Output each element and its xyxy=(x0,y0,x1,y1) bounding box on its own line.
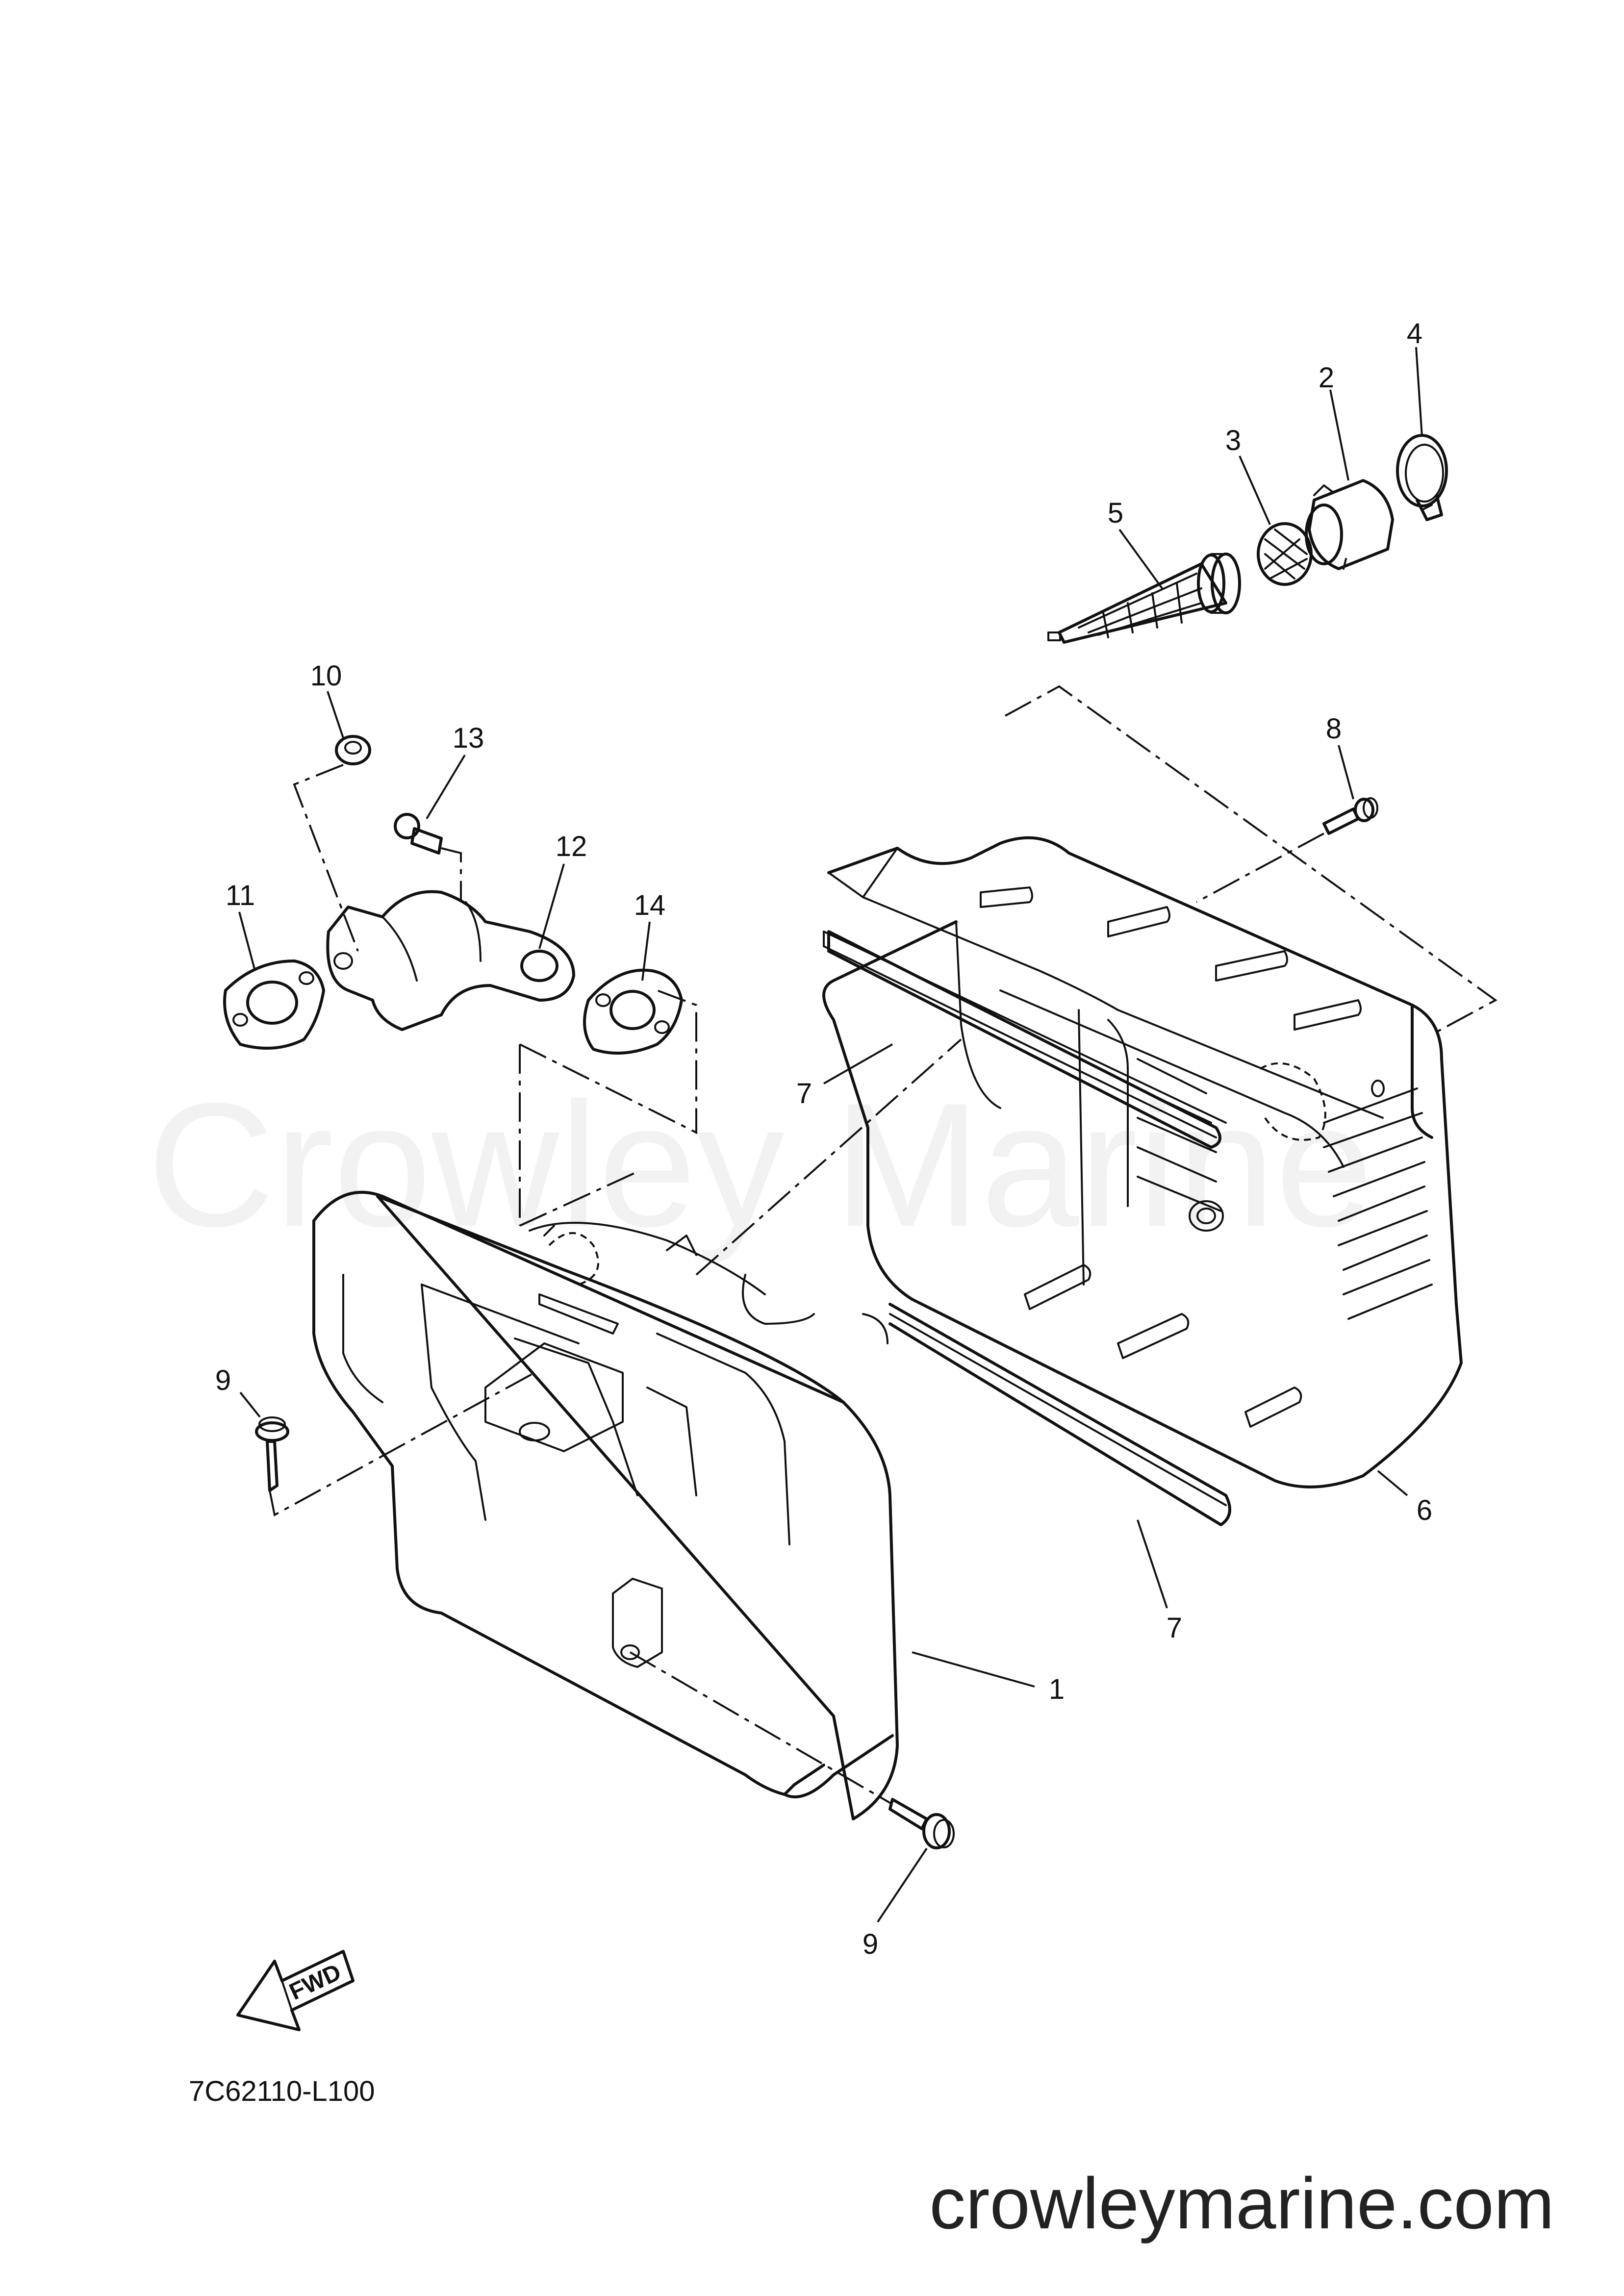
part-2-cap-sleeve xyxy=(1305,479,1394,570)
part-6-muffler-cover xyxy=(822,836,1463,1489)
assembly-line-cover xyxy=(695,1038,962,1276)
assembly-line-stud xyxy=(441,847,462,902)
diagram-code: 7C62110-L100 xyxy=(189,2075,375,2107)
callout-9-left: 9 xyxy=(215,1364,231,1396)
part-9-bolt-left xyxy=(255,1416,289,1492)
site-footer[interactable]: crowleymarine.com xyxy=(929,2163,1554,2244)
part-8-bolt xyxy=(1322,797,1378,835)
watermark-text: Crowley Marine xyxy=(147,1066,1373,1264)
assembly-line-bolt-8 xyxy=(1196,833,1324,903)
part-5-spark-arrester-screen xyxy=(1047,553,1241,644)
part-11-gasket xyxy=(223,959,325,1050)
part-13-bolt xyxy=(394,813,443,855)
part-7-strip-upper xyxy=(827,930,1221,1149)
callout-8: 8 xyxy=(1326,713,1342,745)
callout-2: 2 xyxy=(1319,362,1334,394)
part-1-muffler xyxy=(312,1190,899,1820)
part-7-strip-lower xyxy=(888,1303,1231,1526)
callout-6: 6 xyxy=(1417,1494,1432,1526)
fwd-arrow-icon: FWD xyxy=(236,1950,355,2031)
callout-11: 11 xyxy=(226,880,255,911)
louver-group xyxy=(1137,1058,1433,1320)
assembly-line-bolt-9-lower xyxy=(629,1651,893,1805)
callout-13: 13 xyxy=(453,722,484,754)
callout-3: 3 xyxy=(1225,425,1241,456)
leader-lines xyxy=(238,347,1423,1923)
part-4-hose-clamp xyxy=(1396,434,1448,521)
part-14-gasket xyxy=(583,968,683,1055)
callout-1: 1 xyxy=(1049,1673,1065,1705)
part-3-screen-disc xyxy=(1257,522,1313,586)
part-10-nut xyxy=(335,735,371,765)
callout-5: 5 xyxy=(1108,497,1123,529)
callout-labels: 4 2 3 5 8 10 13 12 11 14 7 1 6 7 9 9 xyxy=(215,318,1432,1960)
callout-10: 10 xyxy=(310,660,342,692)
callout-12: 12 xyxy=(556,831,587,862)
callout-7-upper: 7 xyxy=(796,1078,812,1110)
callout-4: 4 xyxy=(1407,318,1422,350)
callout-9-lower: 9 xyxy=(863,1928,878,1960)
assembly-line-nut xyxy=(293,764,359,952)
callout-14: 14 xyxy=(634,889,666,921)
part-12-exhaust-pipe xyxy=(326,890,575,1031)
callout-7-lower: 7 xyxy=(1167,1612,1182,1644)
assembly-line-screen xyxy=(1005,685,1497,1035)
part-9-bolt-lower xyxy=(888,1798,955,1849)
assembly-line-gasket xyxy=(519,989,697,1227)
assembly-line-bolt-9-left xyxy=(269,1372,535,1517)
